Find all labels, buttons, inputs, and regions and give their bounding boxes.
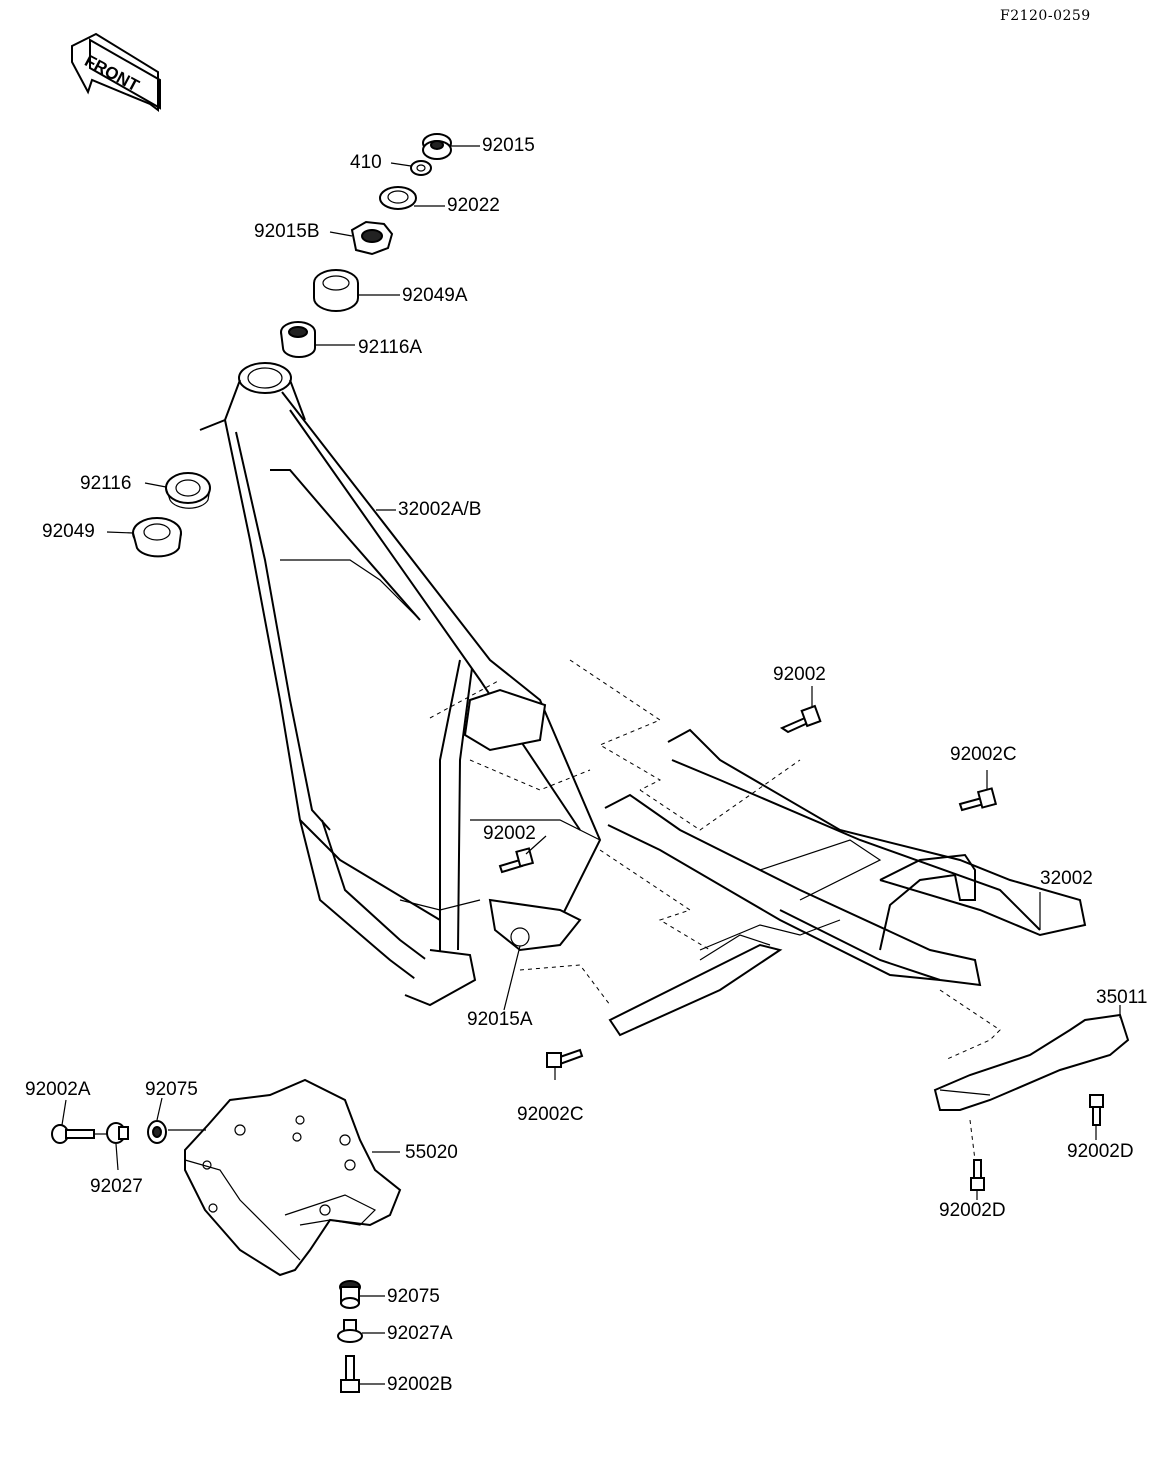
bearing-race-92049	[132, 517, 182, 558]
lock-washer-92022	[379, 186, 417, 210]
bolt-92002-top	[779, 704, 822, 734]
grommet-92075-left	[147, 1120, 167, 1144]
bearing-92116A	[280, 321, 316, 358]
label-92002B: 92002B	[387, 1374, 453, 1395]
chain-guard-35011	[933, 1013, 1130, 1111]
label-92049A: 92049A	[402, 285, 468, 306]
stem-nut-92015B	[350, 220, 394, 256]
bolt-92002A	[51, 1124, 95, 1144]
label-92075-bottom: 92075	[387, 1286, 440, 1307]
label-35011: 35011	[1096, 987, 1148, 1008]
bearing-race-92049A	[313, 269, 359, 312]
label-92002-top: 92002	[773, 664, 826, 685]
washer-410	[410, 160, 432, 176]
label-92116: 92116	[80, 473, 132, 494]
label-410: 410	[350, 152, 382, 173]
front-arrow-icon	[71, 32, 161, 112]
label-92002D-right: 92002D	[1067, 1141, 1134, 1162]
label-92002A: 92002A	[25, 1079, 91, 1100]
bolt-92002D-right	[1089, 1094, 1104, 1126]
assembly-guide-lines	[429, 659, 1001, 1161]
collar-92027A	[337, 1319, 363, 1343]
bolt-92002B	[340, 1355, 360, 1393]
skid-plate-55020	[184, 1078, 402, 1277]
leader-lines	[61, 145, 1121, 1385]
label-92027A: 92027A	[387, 1323, 453, 1344]
collar-92027	[106, 1122, 129, 1144]
label-92015B: 92015B	[254, 221, 320, 242]
bolt-92002-mid	[498, 847, 535, 874]
label-92002-mid: 92002	[483, 823, 536, 844]
label-92002D-bottom: 92002D	[939, 1200, 1006, 1221]
bolt-92002D-bottom	[970, 1159, 985, 1191]
label-92002C-bottom: 92002C	[517, 1104, 584, 1125]
label-32002AB: 32002A/B	[398, 499, 482, 520]
bolt-92002C-bottom	[546, 1048, 584, 1068]
diagram-code: F2120-0259	[1000, 8, 1091, 24]
label-92049: 92049	[42, 521, 95, 542]
label-92015: 92015	[482, 135, 535, 156]
label-92075-left: 92075	[145, 1079, 198, 1100]
stem-nut-92015	[422, 133, 452, 160]
label-32002: 32002	[1040, 868, 1093, 889]
label-92116A: 92116A	[358, 337, 423, 358]
label-55020: 55020	[405, 1142, 458, 1163]
label-92015A: 92015A	[467, 1009, 533, 1030]
label-92002C-right: 92002C	[950, 744, 1017, 765]
label-92022: 92022	[447, 195, 500, 216]
main-frame-32002AB	[199, 362, 602, 1007]
label-92027: 92027	[90, 1176, 143, 1197]
rear-frame-32002	[604, 728, 1087, 1037]
grommet-92075-bottom	[339, 1280, 361, 1309]
bearing-92116	[165, 472, 211, 509]
bolt-92002C-right	[958, 787, 998, 812]
